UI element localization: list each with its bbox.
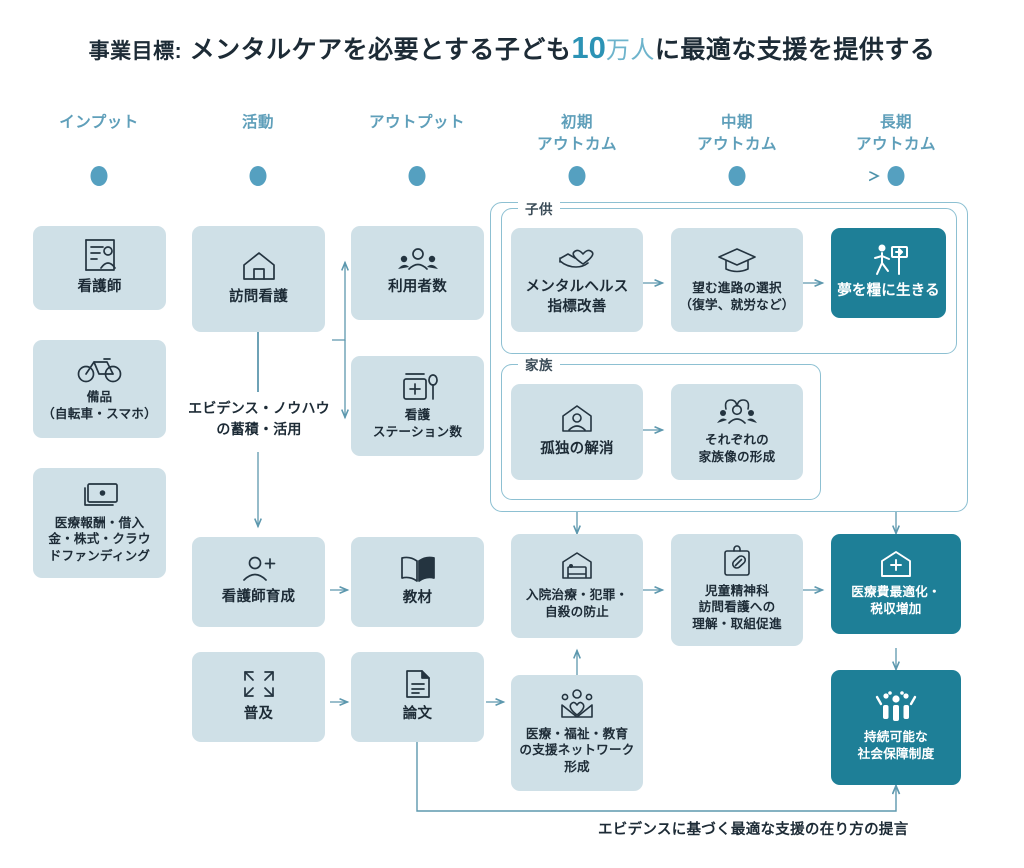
footer-caption: エビデンスに基づく最適な支援の在り方の提言	[598, 822, 909, 838]
phase-header-mid-outcome: 中期 アウトカム	[662, 112, 812, 157]
open-book-icon	[397, 554, 439, 584]
outcome-box-awareness[interactable]: 児童精神科 訪問看護への 理解・取組促進	[671, 534, 803, 646]
outcome-box-prevention[interactable]: 入院治療・犯罪・ 自殺の防止	[511, 534, 643, 638]
outcome-label: それぞれの 家族像の形成	[698, 432, 776, 464]
activity-box-nurse-training[interactable]: 看護師育成	[192, 537, 325, 627]
phase-label-line1: 活動	[241, 114, 274, 131]
outcome-label: 夢を糧に生きる	[837, 282, 940, 299]
outcome-box-support-network[interactable]: 医療・福祉・教育 の支援ネットワーク 形成	[511, 675, 643, 791]
phase-label-line2: アウトカム	[696, 136, 777, 154]
people-group-icon	[395, 247, 441, 273]
timeline-dot-output	[408, 166, 426, 186]
document-icon	[401, 668, 435, 700]
phase-timeline	[90, 166, 905, 186]
connector-homecare-to-users	[332, 262, 345, 341]
activity-note-evidence: エビデンス・ノウハウ の蓄積・活用	[188, 400, 330, 437]
first-aid-kit-icon	[397, 370, 439, 402]
family-heart-icon	[714, 397, 760, 427]
person-plus-icon	[239, 555, 279, 583]
phase-label-line1: アウトプット	[368, 114, 465, 131]
phase-header-activity: 活動	[183, 112, 333, 134]
outcome-box-live-for-dream[interactable]: 夢を糧に生きる	[831, 228, 946, 318]
outcome-box-loneliness[interactable]: 孤独の解消	[511, 384, 643, 480]
group-frame-child: 子供	[501, 198, 957, 354]
clipboard-pill-icon	[720, 544, 754, 578]
output-box-paper[interactable]: 論文	[351, 652, 484, 742]
activity-box-diffusion[interactable]: 普及	[192, 652, 325, 742]
title-highlight-unit: 万人	[605, 37, 655, 64]
person-signpost-icon	[869, 243, 909, 277]
banknote-icon	[79, 480, 121, 510]
title-highlight-number: 10	[571, 30, 606, 65]
graduation-cap-icon	[715, 245, 759, 275]
title-prefix: 事業目標:	[88, 40, 183, 63]
outcome-label: 医療費最適化・ 税収増加	[851, 584, 941, 616]
input-box-equipment[interactable]: 備品 （自転車・スマホ）	[33, 340, 166, 438]
outcome-box-sustainable-welfare[interactable]: 持続可能な 社会保障制度	[831, 670, 961, 785]
page-title: 事業目標: メンタルケアを必要とする子ども10万人に最適な支援を提供する	[0, 30, 1024, 66]
output-box-station-count[interactable]: 看護 ステーション数	[351, 356, 484, 456]
phase-label-line1: 初期	[560, 114, 593, 131]
phase-label-line1: 長期	[879, 114, 912, 131]
activity-label: 訪問看護	[229, 288, 288, 305]
input-label: 看護師	[77, 278, 122, 295]
output-box-user-count[interactable]: 利用者数	[351, 226, 484, 320]
outcome-label: 孤独の解消	[540, 440, 614, 457]
phase-header-early-outcome: 初期 アウトカム	[502, 112, 652, 157]
hand-heart-icon	[555, 241, 599, 273]
hospital-bed-icon	[558, 550, 596, 582]
outcome-label: メンタルヘルス 指標改善	[525, 279, 629, 315]
connector-evidence-feedback-loop	[416, 733, 896, 812]
input-box-nurse[interactable]: 看護師	[33, 226, 166, 310]
activity-label: 看護師育成	[221, 588, 296, 605]
outcome-label: 望む進路の選択 （復学、就労など）	[679, 280, 795, 312]
input-label: 備品 （自転車・スマホ）	[42, 389, 157, 421]
title-part1: メンタルケアを必要とする子ども	[189, 36, 572, 64]
phase-header-long-outcome: 長期 アウトカム	[821, 112, 971, 157]
timeline-dot-long-outcome	[887, 166, 905, 186]
phase-label-line1: インプット	[59, 114, 139, 131]
people-celebrate-icon	[873, 690, 919, 724]
outcome-label: 入院治療・犯罪・ 自殺の防止	[525, 587, 629, 619]
group-label-child: 子供	[518, 198, 560, 218]
timeline-dot-input	[90, 166, 108, 186]
output-label: 教材	[402, 589, 433, 606]
phase-label-line2: アウトカム	[536, 136, 617, 154]
network-heart-icon	[554, 688, 600, 721]
activity-box-home-nursing[interactable]: 訪問看護	[192, 226, 325, 332]
phase-label-line2: アウトカム	[855, 136, 936, 154]
bicycle-icon	[77, 354, 123, 384]
title-part2: に最適な支援を提供する	[654, 36, 936, 64]
output-label: 論文	[402, 705, 433, 722]
phase-header-input: インプット	[24, 112, 174, 134]
phase-header-output: アウトプット	[342, 112, 492, 134]
output-label: 看護 ステーション数	[372, 407, 463, 439]
group-frame-family: 家族	[501, 354, 821, 500]
timeline-dot-early-outcome	[568, 166, 586, 186]
input-box-funding[interactable]: 医療報酬・借入 金・株式・クラウ ドファンディング	[33, 468, 166, 578]
outcome-box-career-choice[interactable]: 望む進路の選択 （復学、就労など）	[671, 228, 803, 332]
activity-label: 普及	[243, 705, 274, 722]
outcome-label: 児童精神科 訪問看護への 理解・取組促進	[692, 583, 782, 631]
person-in-house-icon	[558, 403, 596, 435]
outcome-label: 持続可能な 社会保障制度	[857, 730, 935, 761]
output-box-materials[interactable]: 教材	[351, 537, 484, 627]
outcome-box-family-image[interactable]: それぞれの 家族像の形成	[671, 384, 803, 480]
output-label: 利用者数	[388, 278, 447, 295]
outcome-label: 医療・福祉・教育 の支援ネットワーク 形成	[519, 726, 635, 774]
timeline-dot-mid-outcome	[728, 166, 746, 186]
id-card-person-icon	[79, 237, 121, 273]
group-label-family: 家族	[518, 354, 560, 374]
outcome-box-cost-optimization[interactable]: 医療費最適化・ 税収増加	[831, 534, 961, 634]
timeline-dot-activity	[249, 166, 267, 186]
outcomes-outer-frame	[490, 202, 968, 512]
hospital-plus-icon	[877, 549, 915, 579]
outcome-box-mental-health[interactable]: メンタルヘルス 指標改善	[511, 228, 643, 332]
input-label: 医療報酬・借入 金・株式・クラウ ドファンディング	[48, 515, 151, 563]
phase-label-line1: 中期	[720, 114, 753, 131]
expand-arrows-icon	[240, 668, 278, 700]
house-icon	[240, 249, 278, 283]
